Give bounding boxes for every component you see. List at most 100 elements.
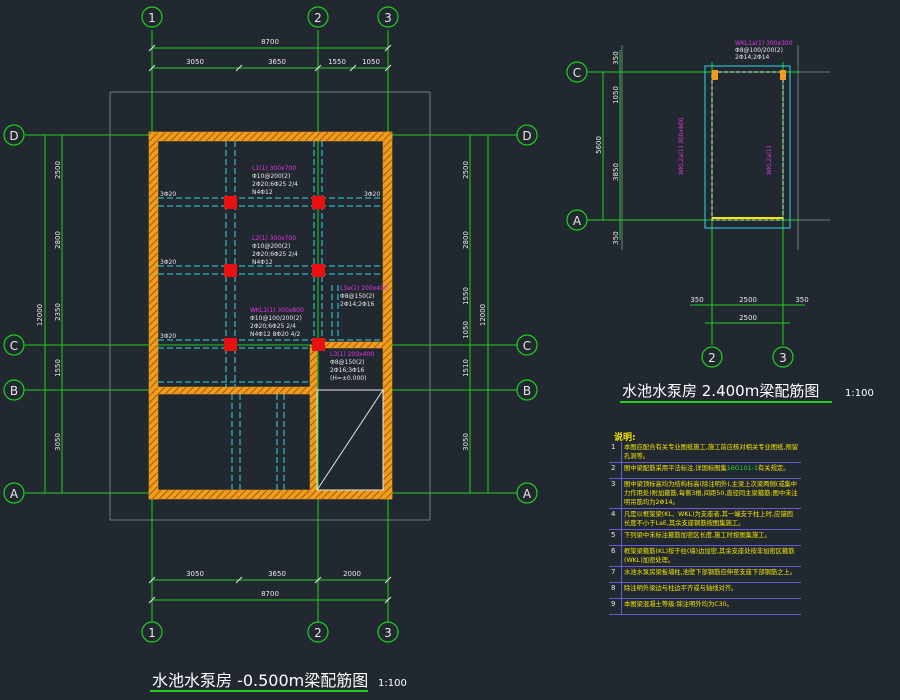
level-label-2: 3Φ20 [160,259,176,266]
right-side-label-1: WKL2a(1) 300x600 [678,117,685,175]
right-dim-3: 1550 [462,287,470,305]
beam-l1-stirrup: Φ10@200(2) [252,173,290,180]
beam-l3a-bars: 2Φ14;2Φ16 [340,301,375,308]
top-dim-2: 3650 [268,58,286,66]
axis-label-d-right: D [522,129,531,143]
right-side-label-2: WKL2a(1) [766,146,773,175]
beam-l3-name: L3(1) 200x400 [330,351,374,358]
top-dim-4: 1050 [362,58,380,66]
beam-wkl1-bars: 2Φ20;6Φ25 2/4 [250,323,296,330]
walls [148,131,393,500]
right-dim-4: 1050 [462,321,470,339]
axis-label-3-bottom: 3 [384,626,392,640]
beam-l3-elev: (H=±0.000) [330,375,366,382]
right-beam-name: WKL1a(1) 300x300 [735,40,793,47]
right-beam-bars: 2Φ14;2Φ14 [735,54,770,61]
left-dim-2: 2800 [54,231,62,249]
bottom-dim-2: 3650 [268,570,286,578]
right-dim-1: 2500 [462,161,470,179]
right-axis-label-3: 3 [779,351,787,365]
axis-label-b-right: B [523,384,531,398]
column-marker-2 [780,70,786,80]
beam-l3a-name: L3a(1) 200x400 [340,285,388,292]
bottom-dim-3: 2000 [343,570,361,578]
level-label-4: 3Φ20 [364,191,380,198]
beam-l2-bars: 2Φ20;6Φ25 2/4 [252,251,298,258]
beam-l3-stirrup: Φ8@150(2) [330,359,365,366]
left-plan: 8700 3050 3650 1550 1050 3050 3650 2000 … [3,6,538,692]
left-total-dim: 12000 [36,304,44,326]
dim-ticks [148,44,392,604]
right-dim-5: 1510 [462,359,470,377]
beam-wkl1-stirrup: Φ10@100/200(2) [250,315,302,322]
right-left-dim-4: 350 [612,231,620,244]
axis-label-a-right: A [523,487,532,501]
left-plan-scale: 1:100 [378,678,407,689]
level-label-3: 3Φ20 [160,333,176,340]
right-axis-label-2: 2 [708,351,716,365]
axis-label-2-bottom: 2 [314,626,322,640]
beam-l2-name: L2(1) 300x700 [252,235,296,242]
beam-l1-bars: 2Φ20;6Φ25 2/4 [252,181,298,188]
right-dim-2: 2800 [462,231,470,249]
right-bottom-dim-3: 350 [795,296,808,304]
top-dim-3: 1550 [328,58,346,66]
beam-wkl1-side: N4Φ12 8Φ20 4/2 [250,331,300,338]
stair [316,389,384,491]
notes-title: 说明: [614,433,636,443]
beam-l1-name: L1(1) 300x700 [252,165,296,172]
right-dim-6: 3050 [462,433,470,451]
beam-wkl1-name: WKL1(1) 300x800 [250,307,304,314]
axis-label-3-top: 3 [384,11,392,25]
right-plan-scale: 1:100 [845,388,874,399]
axis-label-d-left: D [9,129,18,143]
bottom-total-dim: 8700 [261,590,279,598]
right-left-dim-2: 1050 [612,86,620,104]
right-slab [711,71,784,221]
right-bottom-total-dim: 2500 [739,314,757,322]
level-label-1: 3Φ20 [160,191,176,198]
axis-label-c-left: C [10,339,18,353]
axis-label-1-bottom: 1 [148,626,156,640]
axis-label-1-top: 1 [148,11,156,25]
left-dim-3: 2350 [54,303,62,321]
axis-label-c-right: C [523,339,531,353]
axis-label-b-left: B [10,384,18,398]
column-marker-1 [712,70,718,80]
right-plan-title: 水池水泵房 2.400m梁配筋图 [622,382,819,400]
right-axis-label-c: C [573,66,581,80]
right-beam-stirrup: Φ8@100/200(2) [735,47,783,54]
beam-junctions [224,196,325,351]
note-standard-ref: 16G101-1 [726,465,758,472]
left-dim-4: 1550 [54,359,62,377]
right-left-dim-3: 3850 [612,163,620,181]
right-left-dim-1: 350 [612,51,620,64]
axis-bubbles [3,6,538,643]
left-dim-5: 3050 [54,433,62,451]
right-axis-label-a: A [573,214,582,228]
left-dim-1: 2500 [54,161,62,179]
axis-label-2-top: 2 [314,11,322,25]
reference-lines [109,91,431,521]
beam-l1-side: N4Φ12 [252,189,273,196]
beam-l2-side: N4Φ12 [252,259,273,266]
left-plan-title: 水池水泵房 -0.500m梁配筋图 [152,671,368,690]
axis-label-a-left: A [10,487,19,501]
right-bottom-dim-1: 350 [690,296,703,304]
right-left-total-dim: 5600 [595,136,603,154]
right-plan: WKL1a(1) 300x300 Φ8@100/200(2) 2Φ14;2Φ14… [566,40,874,403]
beam-l2-stirrup: Φ10@200(2) [252,243,290,250]
top-dim-1: 3050 [186,58,204,66]
right-total-dim: 12000 [479,304,487,326]
